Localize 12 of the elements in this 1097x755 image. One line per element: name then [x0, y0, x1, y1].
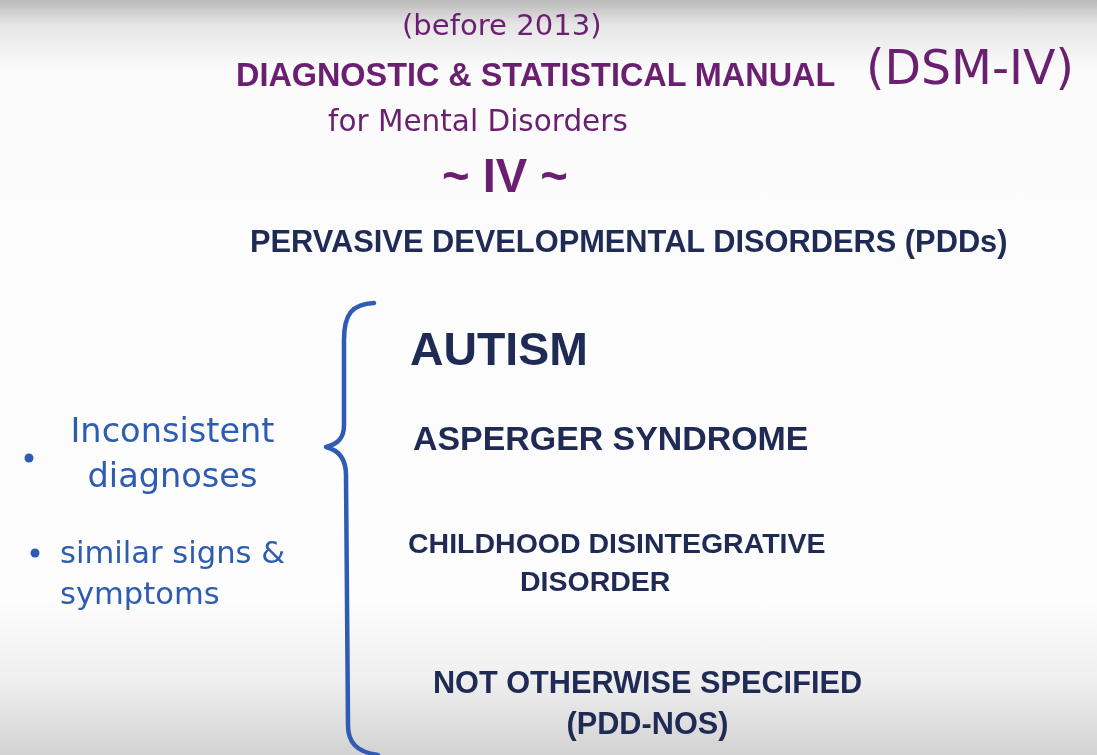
disorder-name: NOT OTHERWISE SPECIFIED (PDD-NOS) — [431, 664, 864, 744]
date-note: (before 2013) — [402, 8, 602, 43]
abbreviation: (DSM-IV) — [866, 40, 1074, 97]
disorder-name: CHILDHOOD DISINTEGRATIVE DISORDER — [408, 526, 827, 600]
bullet-text: similar signs & symptoms — [60, 534, 287, 614]
disorder-name: ASPERGER SYNDROME — [413, 418, 809, 459]
edition-numeral: ~ IV ~ — [442, 148, 568, 204]
bullet-text: Inconsistent diagnoses — [69, 410, 276, 498]
manual-title: DIAGNOSTIC & STATISTICAL MANUAL — [236, 56, 836, 95]
section-heading: PERVASIVE DEVELOPMENTAL DISORDERS (PDDs) — [250, 224, 1008, 261]
disorder-name: AUTISM — [410, 322, 588, 377]
manual-subtitle: for Mental Disorders — [328, 104, 628, 140]
